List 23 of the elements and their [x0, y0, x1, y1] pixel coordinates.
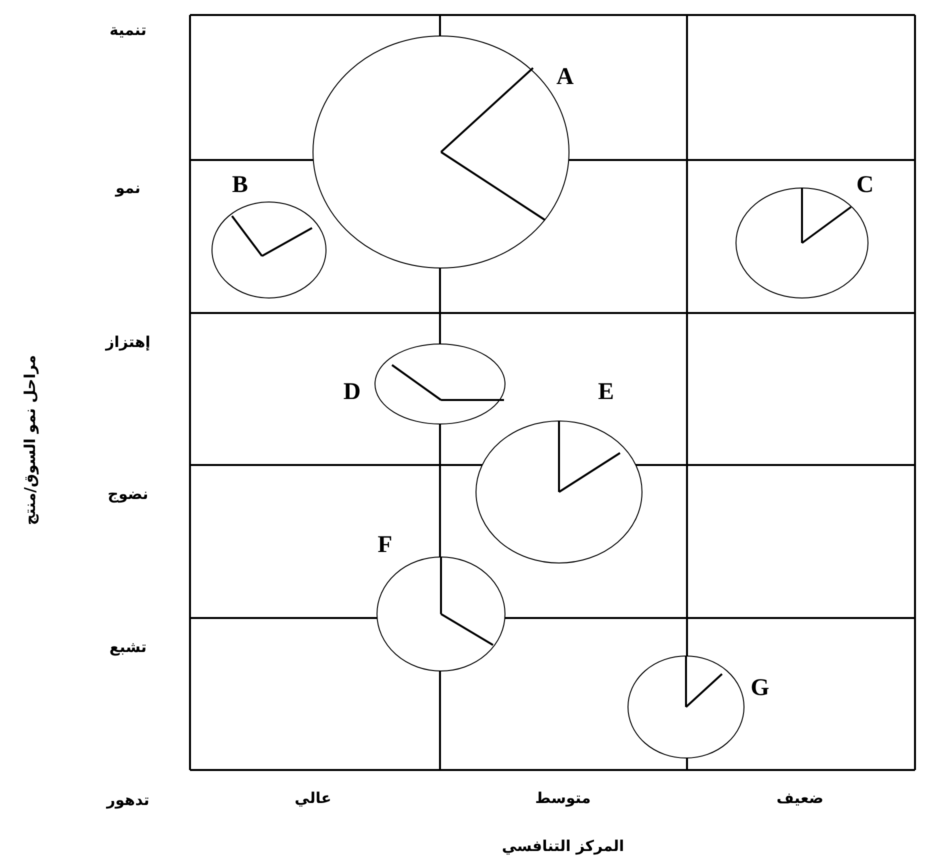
pie-circle [475, 420, 643, 564]
circle-label: D [343, 380, 361, 404]
column-label: عالي [294, 789, 332, 807]
circle-label: E [598, 380, 614, 404]
pie-circle [374, 343, 506, 425]
circle-label: F [378, 533, 392, 557]
row-label: نمو [115, 179, 141, 197]
pie-circle [211, 201, 327, 299]
row-label: تدهور [106, 791, 150, 809]
row-label: إهتزاز [106, 333, 150, 351]
column-label: ضعيف [776, 789, 824, 807]
pie-circle [627, 655, 745, 759]
column-label: متوسط [535, 789, 591, 807]
axis-title: المركز التنافسي [502, 837, 624, 855]
row-label: تنمية [109, 21, 147, 39]
circle-label: C [856, 173, 874, 197]
circle-label: B [232, 173, 248, 197]
row-label: تشبع [109, 638, 147, 656]
circle-label: A [556, 65, 574, 89]
circle-label: G [750, 676, 770, 700]
pie-circle [376, 556, 506, 672]
row-label: نضوج [108, 485, 148, 503]
axis-title: مراحل نمو السوق/منتج [21, 354, 39, 526]
